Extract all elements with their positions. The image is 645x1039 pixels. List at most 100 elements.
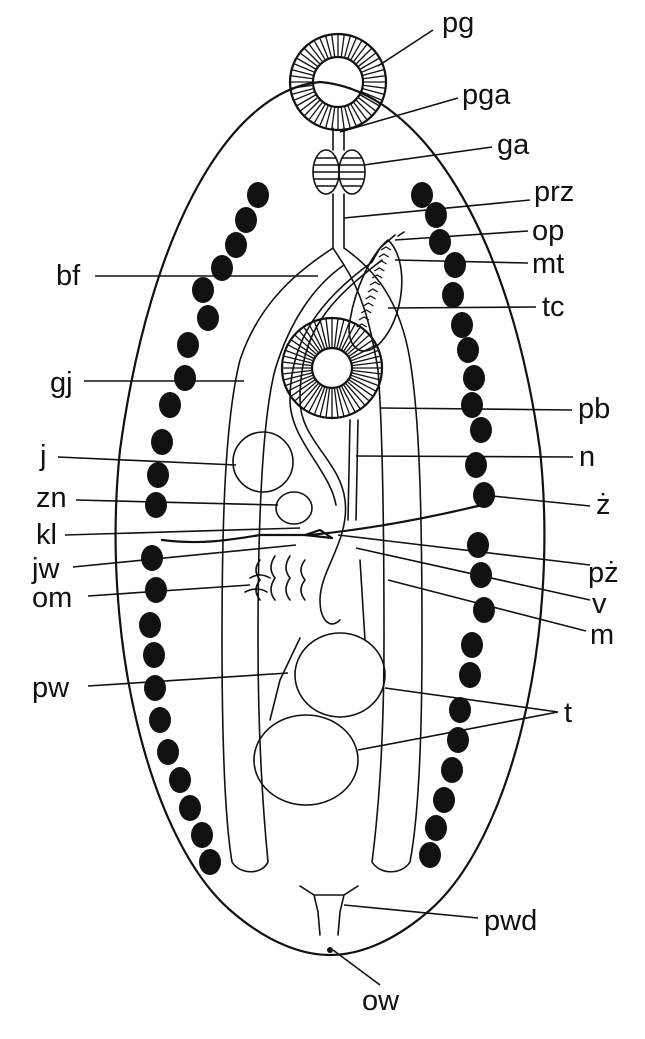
vitellaria-left	[139, 182, 269, 875]
sucker-ray	[352, 369, 381, 375]
vitelline-follicle	[425, 815, 447, 841]
vitelline-follicle	[141, 545, 163, 571]
vitelline-follicle	[470, 417, 492, 443]
sucker-ray	[347, 381, 370, 401]
vitelline-follicle	[429, 229, 451, 255]
excretory-vesicle	[299, 885, 359, 936]
sucker-ray	[294, 381, 317, 401]
sucker-ray	[308, 44, 323, 62]
sucker-ray	[283, 361, 312, 367]
excretory-pore	[327, 947, 333, 953]
vitelline-follicle	[147, 462, 169, 488]
sucker-ray	[296, 57, 316, 70]
sucker-ray	[344, 36, 351, 58]
sucker-ray	[300, 97, 318, 112]
sucker-ray	[343, 327, 361, 352]
label-prz: prz	[534, 176, 574, 208]
sucker-ray	[313, 40, 326, 60]
vitelline-reservoir	[303, 528, 334, 540]
sucker-ray	[300, 52, 318, 67]
sucker-ray	[325, 36, 332, 58]
sucker-ray	[291, 84, 313, 89]
vitelline-follicle	[461, 392, 483, 418]
sucker-ray	[350, 40, 363, 60]
sucker-ray	[345, 383, 365, 406]
sucker-ray	[363, 75, 385, 80]
sucker-ray	[319, 320, 328, 348]
sucker-ray	[291, 379, 316, 397]
label-ga: ga	[497, 129, 530, 161]
vitelline-follicle	[174, 365, 196, 391]
vitelline-follicle	[459, 662, 481, 688]
label-mt: mt	[532, 248, 564, 280]
sucker-ray	[304, 99, 321, 116]
vitelline-follicle	[159, 392, 181, 418]
oral-sucker	[288, 32, 388, 132]
vitelline-follicle	[157, 739, 179, 765]
vitelline-follicle	[169, 767, 191, 793]
sucker-ray	[350, 377, 376, 392]
vitelline-follicle	[211, 255, 233, 281]
sucker-ray	[308, 102, 323, 120]
sucker-ray	[308, 324, 323, 350]
sucker-ray	[294, 91, 315, 101]
sucker-ray	[340, 35, 345, 57]
vitelline-follicle	[441, 757, 463, 783]
vitelline-follicle	[442, 282, 464, 308]
label-pz-dot: pż	[588, 557, 619, 589]
nerve-trunk	[347, 419, 359, 521]
label-bf: bf	[56, 260, 81, 292]
sucker-ray	[292, 69, 314, 76]
vitelline-follicle	[247, 182, 269, 208]
sucker-ray	[353, 44, 368, 62]
vitelline-follicle	[199, 849, 221, 875]
cirrus-spine	[363, 302, 374, 307]
vitelline-follicle	[449, 697, 471, 723]
esophagus	[332, 193, 345, 249]
vitelline-duct-transverse	[160, 503, 484, 544]
vitellaria-right	[411, 182, 495, 868]
cirrus-spine	[369, 281, 381, 286]
sucker-ray	[344, 106, 351, 128]
label-jw: jw	[31, 553, 60, 585]
sucker-ray	[333, 388, 339, 417]
labels: pg pga ga prz op mt tc bf gj pb j n zn ż…	[31, 7, 619, 1017]
sucker-ray	[347, 335, 370, 355]
sucker-ray	[358, 52, 376, 67]
sucker-ray	[355, 99, 372, 116]
sucker-ray	[361, 91, 382, 101]
label-gj: gj	[50, 367, 73, 399]
vitelline-follicle	[143, 642, 165, 668]
intestinal-caecum-right	[343, 247, 423, 873]
vitelline-follicle	[179, 795, 201, 821]
vitelline-follicle	[473, 482, 495, 508]
sucker-ray	[363, 84, 385, 89]
sucker-ray	[352, 372, 380, 381]
label-m: m	[590, 619, 614, 651]
sucker-ray	[362, 88, 384, 95]
sucker-ray	[291, 75, 313, 80]
vitelline-follicle	[145, 577, 167, 603]
ovary	[232, 431, 294, 493]
sucker-ray	[299, 330, 319, 353]
cirrus-spine	[358, 316, 370, 321]
vitelline-follicle	[235, 207, 257, 233]
label-om: om	[32, 582, 72, 614]
label-z-dot: ż	[596, 489, 611, 521]
pharynx	[312, 149, 366, 195]
sucker-ray	[350, 104, 363, 124]
vitelline-follicle	[192, 277, 214, 303]
vitelline-follicle	[411, 182, 433, 208]
cirrus-spine	[378, 253, 390, 258]
vitelline-follicle	[225, 232, 247, 258]
sucker-ray	[288, 344, 314, 359]
sucker-ray	[348, 379, 373, 397]
intestinal-caecum-left	[221, 247, 345, 873]
label-j: j	[39, 440, 46, 472]
sucker-ray	[294, 63, 315, 73]
vitelline-follicle	[145, 492, 167, 518]
sucker-ray	[284, 355, 312, 364]
sucker-ray	[291, 339, 316, 357]
label-pg: pg	[442, 7, 474, 39]
